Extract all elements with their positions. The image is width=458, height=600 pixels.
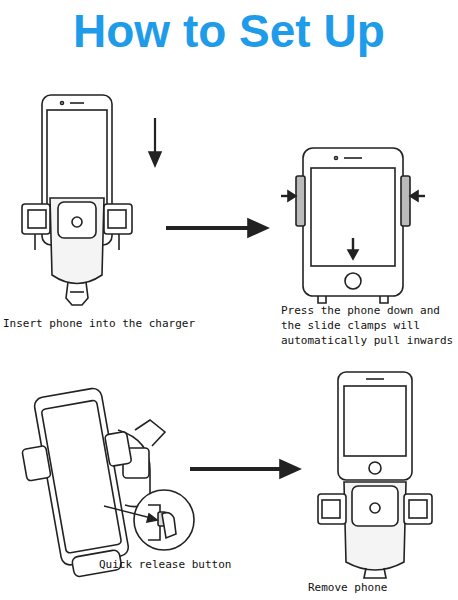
- phone-on-vent: [14, 384, 165, 583]
- release-button-zoom: [104, 490, 194, 550]
- phone-removed: [318, 372, 432, 578]
- phone-insert: [22, 95, 132, 305]
- step-caption: Remove phone: [308, 580, 448, 595]
- down-arrow: [149, 118, 161, 166]
- phone-clamped: [281, 148, 425, 303]
- right-arrow: [166, 219, 268, 237]
- step-caption: Press the phone down and the slide clamp…: [281, 303, 455, 348]
- right-arrow: [190, 460, 300, 478]
- page-title: How to Set Up: [73, 4, 385, 58]
- callout-label: Quick release button: [99, 557, 269, 572]
- step-caption: Insert phone into the charger: [3, 316, 235, 331]
